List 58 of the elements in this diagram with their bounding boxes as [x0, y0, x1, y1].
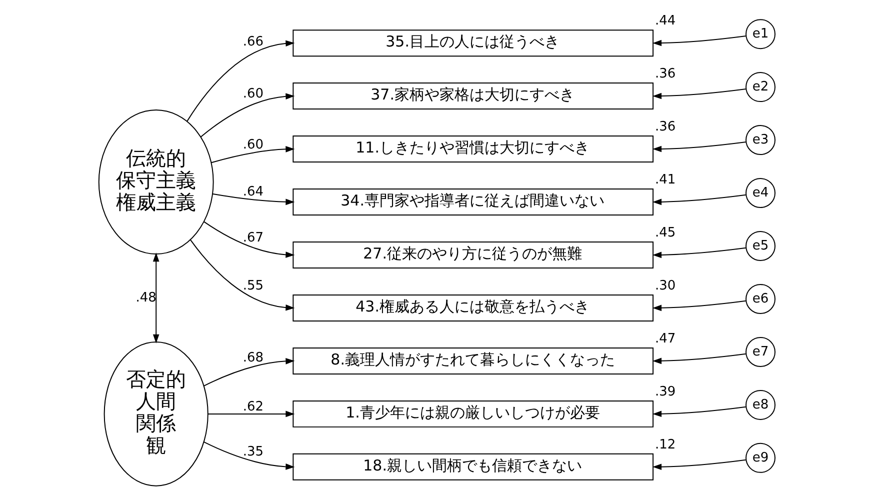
node-ellipse: 伝統的保守主義権威主義 — [98, 110, 214, 254]
arrow — [207, 410, 295, 418]
arrow — [200, 93, 295, 138]
node-circle: e6 — [746, 284, 776, 314]
node-circle: e1 — [746, 19, 776, 50]
node-circle: e4 — [746, 178, 776, 208]
node-circle: e8 — [746, 390, 776, 420]
node-ellipse: 否定的人間関係観 — [104, 341, 208, 486]
node-box: 11.しきたりや習慣は大切にすべき — [292, 136, 654, 163]
arrow — [190, 239, 295, 311]
node-circle: e5 — [746, 231, 776, 261]
arrow — [203, 441, 295, 470]
arrow — [210, 146, 295, 164]
node-circle: e7 — [746, 336, 776, 367]
arrow — [652, 353, 746, 364]
arrow — [152, 252, 160, 344]
arrow — [212, 193, 295, 206]
arrow — [203, 358, 295, 386]
node-box: 18.親しい間柄でも信頼できない — [292, 453, 654, 480]
arrow — [186, 40, 295, 122]
node-circle: e3 — [746, 125, 776, 156]
node-circle: e2 — [746, 72, 776, 102]
node-label: .36 — [655, 119, 676, 134]
node-label: .44 — [655, 13, 676, 28]
edge-label: .64 — [242, 184, 264, 200]
edge-label: .62 — [242, 399, 264, 414]
node-label: .41 — [655, 172, 676, 188]
edge-label: .66 — [242, 34, 264, 50]
arrow — [652, 459, 746, 470]
edge-label: .48 — [136, 290, 156, 306]
node-circle: e9 — [746, 442, 776, 473]
arrow — [203, 221, 295, 258]
node-label: .30 — [655, 278, 676, 294]
node-box: 8.義理人情がすたれて暮らしにくくなった — [292, 347, 654, 374]
node-box: 34.専門家や指導者に従えば間違いない — [292, 188, 654, 216]
edge-label: .35 — [242, 444, 264, 460]
node-label: .45 — [655, 225, 676, 240]
edge-label: .60 — [242, 137, 264, 152]
arrow — [652, 194, 746, 206]
edge-label: .68 — [242, 350, 264, 366]
arrow — [652, 35, 746, 46]
arrow — [652, 88, 746, 100]
node-box: 1.青少年には親の厳しいしつけが必要 — [292, 400, 654, 428]
arrow — [652, 300, 746, 312]
node-box: 43.権威ある人には敬意を払うべき — [292, 294, 654, 322]
node-box: 37.家柄や家格は大切にすべき — [292, 82, 654, 110]
edge-label: .60 — [242, 86, 264, 102]
node-label: .39 — [655, 384, 676, 400]
node-label: .36 — [655, 66, 676, 82]
node-box: 35.目上の人には従うべき — [292, 30, 654, 57]
arrow — [652, 406, 746, 418]
node-label: .12 — [655, 437, 676, 452]
node-box: 27.従来のやり方に従うのが無難 — [292, 242, 654, 268]
arrow — [652, 247, 746, 258]
edge-label: .67 — [242, 230, 264, 246]
node-label: .47 — [655, 331, 676, 346]
edge-label: .55 — [242, 278, 264, 294]
arrow — [652, 141, 746, 152]
